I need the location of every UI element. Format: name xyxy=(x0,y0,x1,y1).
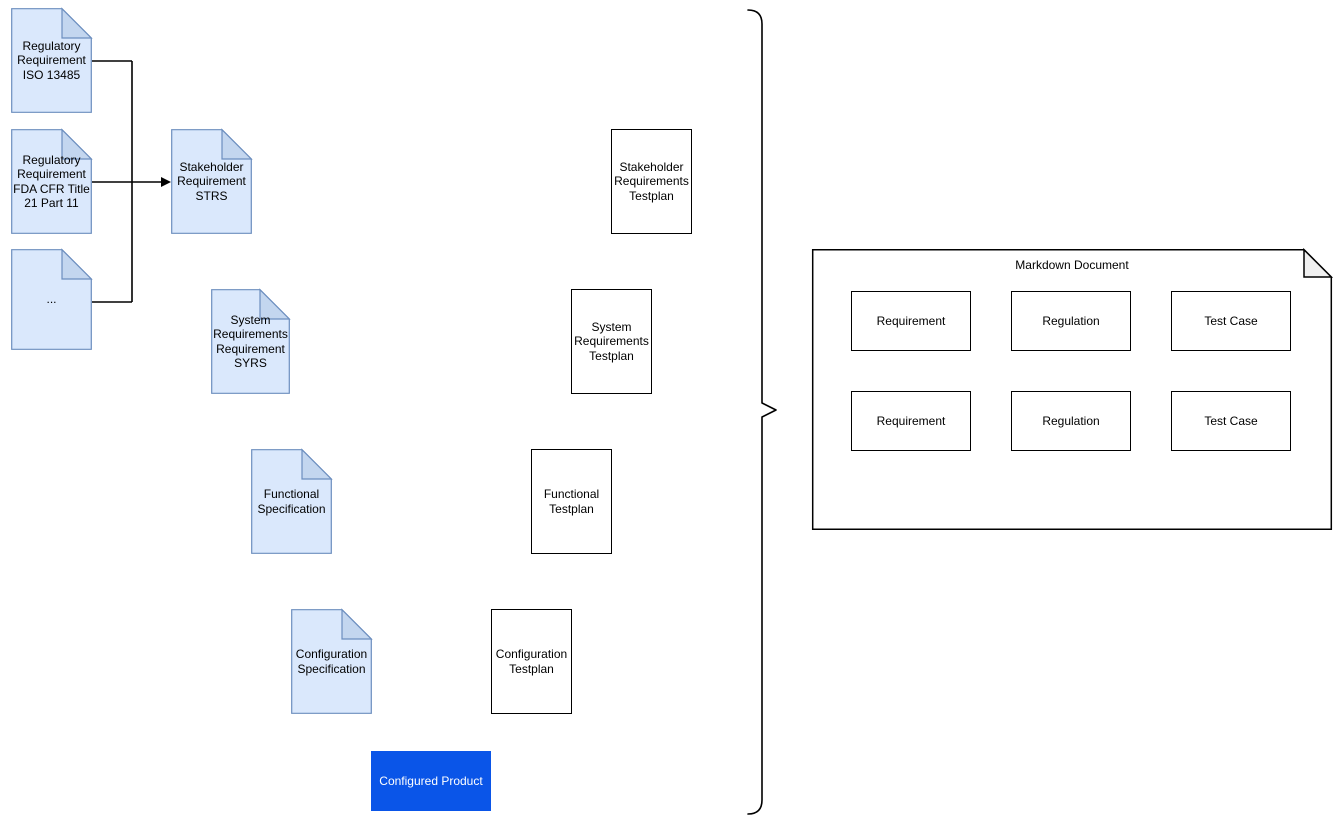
rectangle-shape-system-requirements-testplan[interactable]: System Requirements Testplan xyxy=(571,289,652,394)
document-outline-icon xyxy=(251,448,333,554)
markdown-cell-cell-regulation-2[interactable]: Regulation xyxy=(1011,391,1131,451)
arrowhead-icon xyxy=(161,177,171,187)
document-shape-functional-specification[interactable]: Functional Specification xyxy=(251,448,333,554)
document-outline-icon xyxy=(291,608,373,714)
rectangle-shape-stakeholder-requirements-testplan[interactable]: Stakeholder Requirements Testplan xyxy=(611,129,692,234)
markdown-cell-cell-requirement-2[interactable]: Requirement xyxy=(851,391,971,451)
configured-product-box[interactable]: Configured Product xyxy=(371,751,491,811)
rectangle-shape-configuration-testplan[interactable]: Configuration Testplan xyxy=(491,609,572,714)
markdown-cell-cell-test-case-2[interactable]: Test Case xyxy=(1171,391,1291,451)
document-outline-icon xyxy=(211,288,291,394)
document-shape-regulatory-fda[interactable]: Regulatory Requirement FDA CFR Title 21 … xyxy=(11,128,93,234)
document-shape-stakeholder-requirement[interactable]: Stakeholder Requirement STRS xyxy=(171,128,253,234)
document-outline-icon xyxy=(11,128,93,234)
document-shape-system-requirements[interactable]: System Requirements Requirement SYRS xyxy=(211,288,291,394)
document-outline-icon xyxy=(171,128,253,234)
document-shape-regulatory-ellipsis[interactable]: ... xyxy=(11,248,93,350)
document-shape-regulatory-iso[interactable]: Regulatory Requirement ISO 13485 xyxy=(11,7,93,113)
document-shape-configuration-specification[interactable]: Configuration Specification xyxy=(291,608,373,714)
rectangle-shape-functional-testplan[interactable]: Functional Testplan xyxy=(531,449,612,554)
document-outline-icon xyxy=(11,248,93,350)
document-outline-icon xyxy=(11,7,93,113)
markdown-cell-cell-requirement-1[interactable]: Requirement xyxy=(851,291,971,351)
markdown-cell-cell-test-case-1[interactable]: Test Case xyxy=(1171,291,1291,351)
markdown-cell-cell-regulation-1[interactable]: Regulation xyxy=(1011,291,1131,351)
